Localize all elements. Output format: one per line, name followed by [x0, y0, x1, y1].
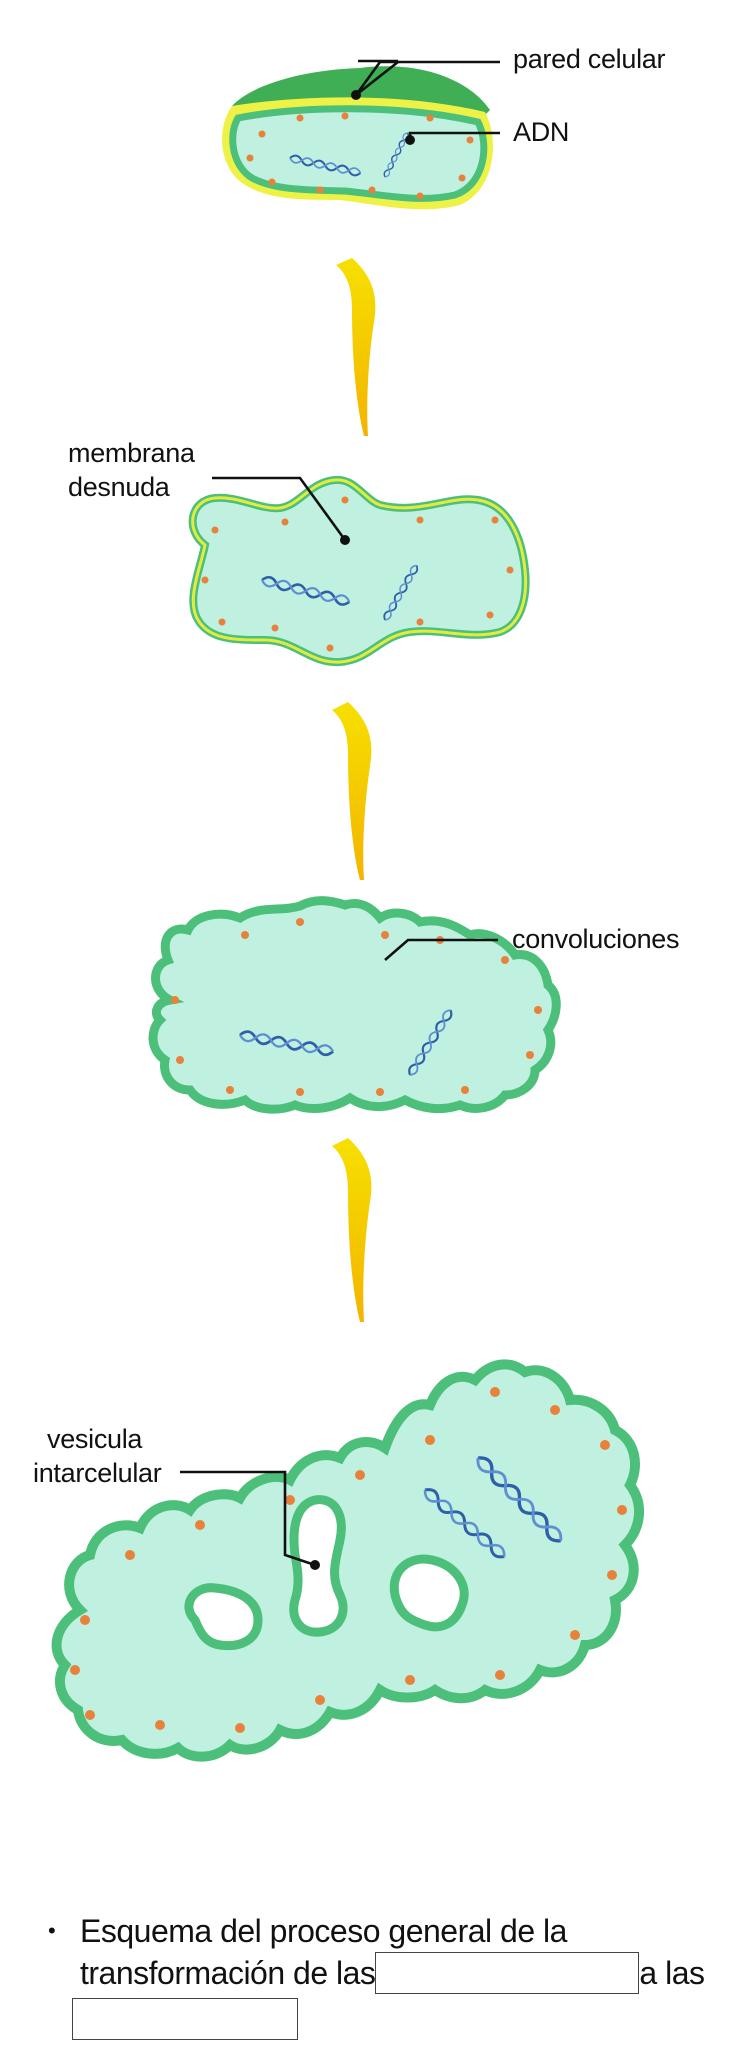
- label-pared-celular: pared celular: [513, 44, 666, 74]
- leader-membrana: [212, 476, 347, 541]
- bullet-icon: •: [48, 1918, 56, 1943]
- yellow-down-arrow-icon: [332, 1138, 372, 1322]
- leader-dot-adn: [405, 135, 415, 145]
- cell-with-wall: [222, 66, 493, 210]
- label-intarcelular: intarcelular: [33, 1458, 162, 1488]
- leader-dot-pared: [351, 90, 361, 100]
- cell-cytoplasm-1: [229, 105, 488, 202]
- caption-line1: Esquema del proceso general de la: [80, 1913, 567, 1949]
- cell-naked-membrane: [188, 475, 530, 667]
- yellow-down-arrow-icon: [336, 258, 376, 436]
- leader-convoluciones: [384, 938, 498, 961]
- leader-vesicula: [180, 1470, 316, 1567]
- leader-pared-diag: [355, 60, 399, 97]
- label-vesicula: vesicula: [47, 1424, 143, 1454]
- label-convoluciones: convoluciones: [512, 924, 680, 954]
- label-membrana: membrana: [68, 438, 195, 468]
- cell-convoluted: [148, 896, 561, 1114]
- caption-line3: [72, 1998, 298, 2040]
- leader-pared-celular-seg: [354, 60, 398, 96]
- caption-text-before: transformación de las: [80, 1955, 376, 1991]
- cell-cytoplasm-4: [51, 1359, 645, 1762]
- cell-vesicles: [51, 1359, 645, 1762]
- leader-lines: [180, 59, 500, 1567]
- label-adn: ADN: [513, 117, 570, 147]
- yellow-down-arrow-icon: [332, 702, 372, 880]
- leader-dot-membrana: [340, 535, 350, 545]
- leader-dot-vesicula: [310, 1560, 320, 1570]
- blank-input-1[interactable]: [375, 1952, 640, 1994]
- cell-cytoplasm-3: [148, 896, 561, 1114]
- caption-text-after: a las: [639, 1955, 705, 1991]
- label-desnuda: desnuda: [68, 472, 170, 502]
- vesicle-right: [389, 1554, 469, 1632]
- vesicle-left: [184, 1583, 263, 1651]
- blank-input-2[interactable]: [72, 1998, 298, 2040]
- caption-line2: transformación de las a las: [80, 1952, 705, 1994]
